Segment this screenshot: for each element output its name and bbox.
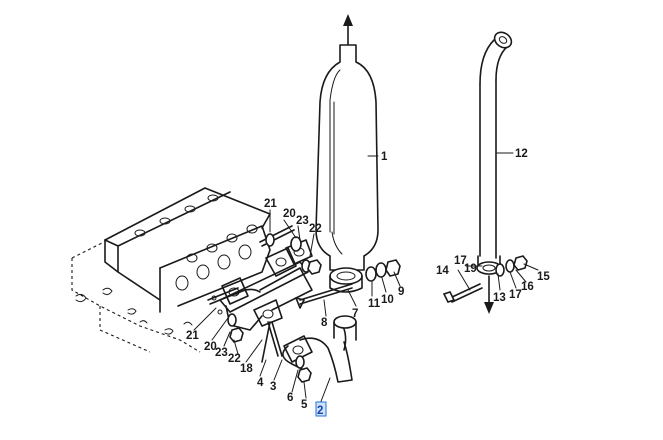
- callout-labels: 1 12 21 20 23 22 17 14 19 13 17 16 15 11…: [186, 148, 550, 417]
- callout-21-lower: 21: [186, 330, 199, 342]
- callout-5: 5: [301, 399, 308, 411]
- tailpipe: [476, 31, 513, 314]
- callout-23-upper: 23: [296, 215, 309, 227]
- callout-16: 16: [521, 281, 534, 293]
- callout-8: 8: [321, 317, 328, 329]
- callout-2: 2: [317, 405, 323, 417]
- callout-17-left: 17: [454, 255, 467, 267]
- callout-15: 15: [537, 271, 550, 283]
- callout-12: 12: [515, 148, 528, 160]
- selected-callout-highlight: [315, 401, 327, 417]
- callout-21-upper: 21: [264, 198, 277, 210]
- muffler-silencer: [315, 14, 379, 293]
- muffler-nuts-washers: [365, 259, 401, 282]
- callout-20-upper: 20: [283, 208, 296, 220]
- callout-20-lower: 20: [204, 341, 217, 353]
- engine-block: [71, 187, 271, 353]
- leader-lines: [193, 152, 539, 405]
- manifold-upper-fasteners: [259, 225, 322, 275]
- callout-17-right: 17: [509, 289, 522, 301]
- callout-23-lower: 23: [215, 347, 228, 359]
- callout-18: 18: [240, 363, 253, 375]
- callout-19: 19: [464, 263, 477, 275]
- callout-22-lower: 22: [228, 353, 241, 365]
- clamp-bolt: [295, 283, 353, 309]
- callout-22-upper: 22: [309, 223, 322, 235]
- callout-14: 14: [436, 265, 449, 277]
- callout-9: 9: [398, 286, 404, 298]
- callout-10: 10: [381, 294, 394, 306]
- callout-6: 6: [287, 392, 293, 404]
- callout-13: 13: [493, 292, 506, 304]
- tailpipe-fasteners: [442, 255, 528, 303]
- callout-11: 11: [368, 298, 381, 310]
- callout-7: 7: [352, 308, 358, 320]
- elbow-fasteners: [295, 355, 312, 383]
- callout-1: 1: [381, 151, 388, 163]
- callout-3: 3: [270, 381, 276, 393]
- callout-4: 4: [257, 377, 264, 389]
- manifold-lower-fasteners: [207, 287, 283, 363]
